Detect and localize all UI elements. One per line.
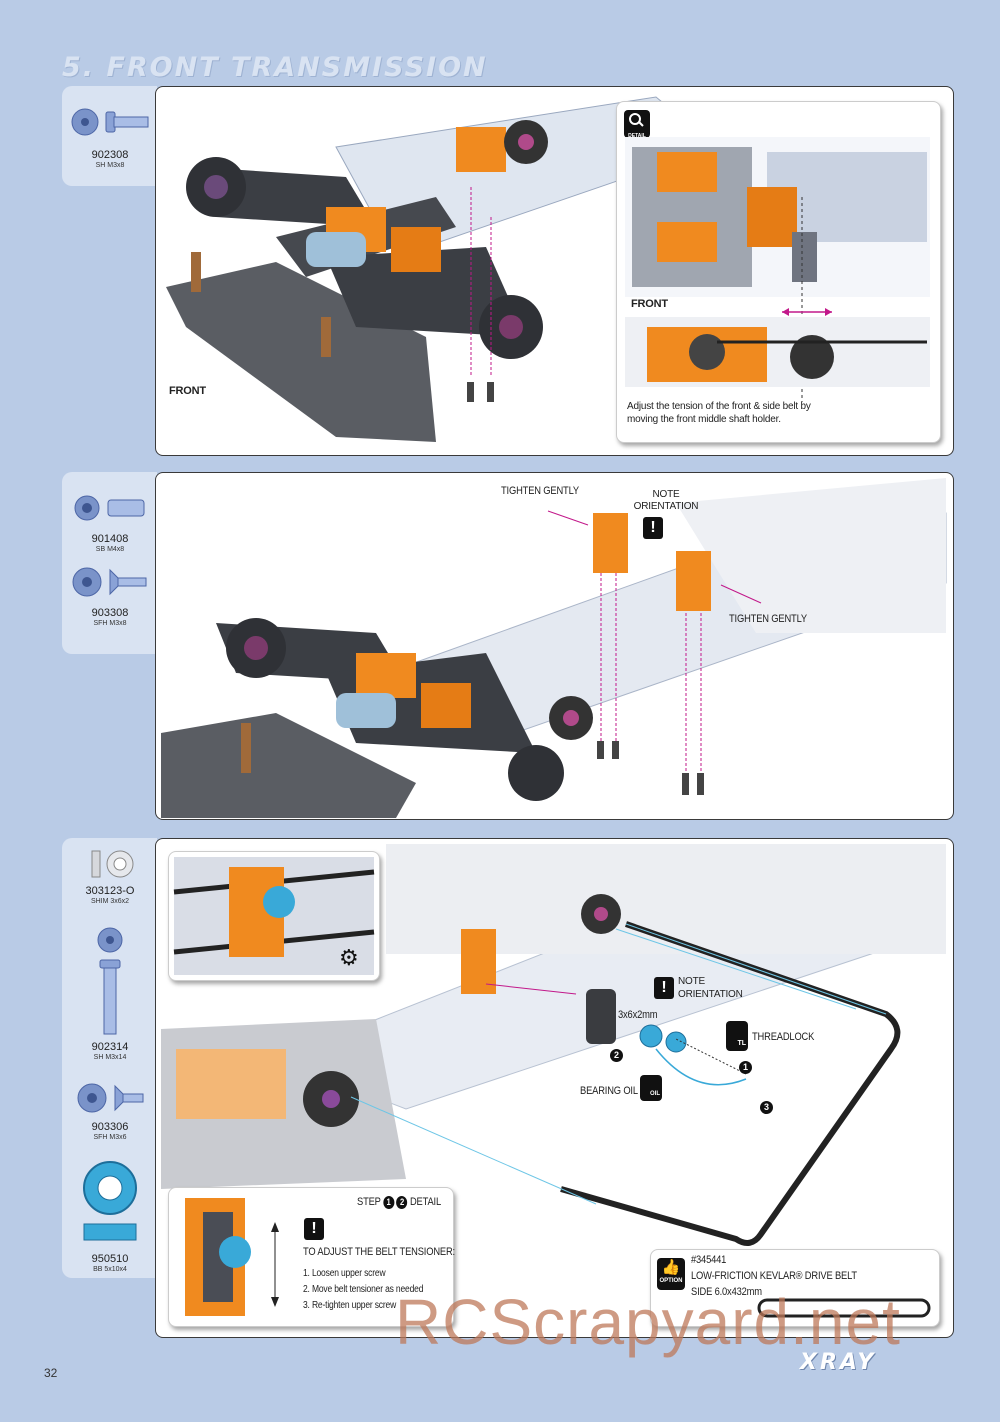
- part-303123-O: 303123-O SHIM 3x6x2: [70, 848, 150, 906]
- parts-tab-step1: [62, 86, 157, 186]
- step3-illustration: [161, 844, 946, 1246]
- step3-panel: ⚙ NOTE ORIENTATION ! 3x6x2mm THREADLOCK …: [155, 838, 954, 1338]
- step-detail-num-1: 1: [383, 1196, 395, 1209]
- part-desc: SH M3x8: [95, 162, 125, 169]
- part-desc: SFH M3x6: [93, 1134, 127, 1141]
- step-detail-callout: STEP 1 2 DETAIL ! TO ADJUST THE BELT TEN…: [168, 1187, 455, 1327]
- detail-step-2: 2. Move belt tensioner as needed: [303, 1284, 424, 1295]
- brand-logo: XRAY: [800, 1350, 877, 1375]
- option-icon-text: OPTION: [659, 1278, 683, 1284]
- bearing-icon: [83, 1161, 137, 1241]
- part-903308: 903308 SFH M3x8: [70, 566, 150, 628]
- part-902308: 902308 SH M3x8: [70, 104, 150, 170]
- thumbs-up-icon: 👍: [661, 1259, 681, 1276]
- note-orientation-label: NOTE ORIENTATION: [678, 976, 743, 1000]
- screw-sh-icon: [71, 108, 149, 136]
- part-code: 950510: [91, 1253, 129, 1265]
- step-detail-title: STEP 1 2 DETAIL: [357, 1196, 441, 1209]
- tensioner-detail-illustration: [185, 1198, 279, 1316]
- threadlock-icon-text: TL: [737, 1040, 746, 1047]
- oil-icon-text: OIL: [650, 1091, 660, 1097]
- bearing-oil-label: BEARING OIL: [580, 1085, 638, 1097]
- page-number: 32: [44, 1366, 58, 1380]
- detail-callout: DETAIL FRONT Adjust the tension of the f…: [616, 101, 941, 443]
- note-warning-icon: !: [654, 977, 674, 999]
- tensioner-photo: [173, 857, 375, 975]
- shim-size-label: 3x6x2mm: [618, 1009, 658, 1021]
- part-desc: SB M4x8: [95, 546, 125, 553]
- magnifier-icon: [629, 113, 644, 127]
- detail-icon-label: DETAIL: [628, 133, 646, 139]
- step-detail-title-text: STEP: [357, 1196, 381, 1208]
- detail-illustration: [625, 137, 930, 402]
- part-901408: 901408 SB M4x8: [70, 492, 150, 554]
- step-detail-title-suffix: DETAIL: [409, 1196, 441, 1208]
- step-number-3: 3: [760, 1097, 773, 1115]
- detail-note: Adjust the tension of the front & side b…: [627, 401, 811, 425]
- detail-step-3: 3. Re-tighten upper screw: [303, 1300, 397, 1311]
- settings-check-icon: ⚙: [339, 945, 359, 970]
- tighten-gently-label-1: TIGHTEN GENTLY: [501, 485, 579, 497]
- part-code: 902314: [91, 1041, 129, 1053]
- front-label: FRONT: [169, 385, 206, 397]
- part-code: 903306: [91, 1121, 129, 1133]
- part-902314: 902314 SH M3x14: [70, 924, 150, 1062]
- threadlock-icon: TL: [726, 1021, 748, 1051]
- part-code: 901408: [91, 533, 129, 545]
- detail-front-label: FRONT: [631, 298, 668, 310]
- note-orientation-label: NOTE ORIENTATION: [633, 489, 699, 512]
- part-desc: SFH M3x8: [93, 620, 127, 627]
- step-detail-num-2: 2: [396, 1196, 408, 1209]
- tensioner-photo-callout: ⚙: [168, 851, 380, 981]
- part-desc: SH M3x14: [93, 1054, 127, 1061]
- detail-warning-icon: !: [304, 1218, 324, 1240]
- threadlock-label: THREADLOCK: [752, 1031, 815, 1043]
- part-code: 903308: [91, 607, 129, 619]
- part-903306: 903306 SFH M3x6: [70, 1080, 150, 1142]
- screw-sfh-short-icon: [77, 1083, 144, 1113]
- oil-icon: OIL: [640, 1075, 662, 1101]
- step-number-1: 1: [739, 1057, 752, 1075]
- option-part-number: #345441: [691, 1254, 727, 1266]
- screw-sb-icon: [74, 495, 145, 521]
- part-desc: BB 5x10x4: [93, 1266, 127, 1273]
- step2-panel: TIGHTEN GENTLY NOTE ORIENTATION ! TIGHTE…: [155, 472, 954, 820]
- note-warning-icon: !: [643, 517, 663, 539]
- step2-illustration: [161, 478, 947, 818]
- part-code: 902308: [91, 149, 129, 161]
- step1-panel: FRONT DETAIL FRONT Adjust the tension of…: [155, 86, 954, 456]
- option-callout: 👍 OPTION #345441 LOW-FRICTION KEVLAR® DR…: [650, 1249, 940, 1327]
- step-number-2: 2: [610, 1045, 623, 1063]
- part-950510: 950510 BB 5x10x4: [70, 1160, 150, 1274]
- shim-icon: [91, 850, 134, 878]
- detail-step-1: 1. Loosen upper screw: [303, 1268, 386, 1279]
- watermark: RCScrapyard.net: [395, 1286, 901, 1358]
- option-line-2: SIDE 6.0x432mm: [691, 1286, 762, 1298]
- tighten-gently-label-2: TIGHTEN GENTLY: [729, 613, 807, 625]
- detail-icon: DETAIL: [624, 110, 650, 139]
- screw-sfh-icon: [72, 567, 147, 597]
- section-title: 5. FRONT TRANSMISSION: [62, 52, 488, 83]
- part-desc: SHIM 3x6x2: [90, 898, 130, 905]
- option-belt-illustration: [757, 1298, 931, 1318]
- screw-sh-long-icon: [97, 927, 123, 1035]
- option-line-1: LOW-FRICTION KEVLAR® DRIVE BELT: [691, 1270, 857, 1282]
- detail-heading: TO ADJUST THE BELT TENSIONER:: [303, 1246, 455, 1258]
- option-icon: 👍 OPTION: [657, 1258, 685, 1290]
- part-code: 303123-O: [85, 885, 135, 897]
